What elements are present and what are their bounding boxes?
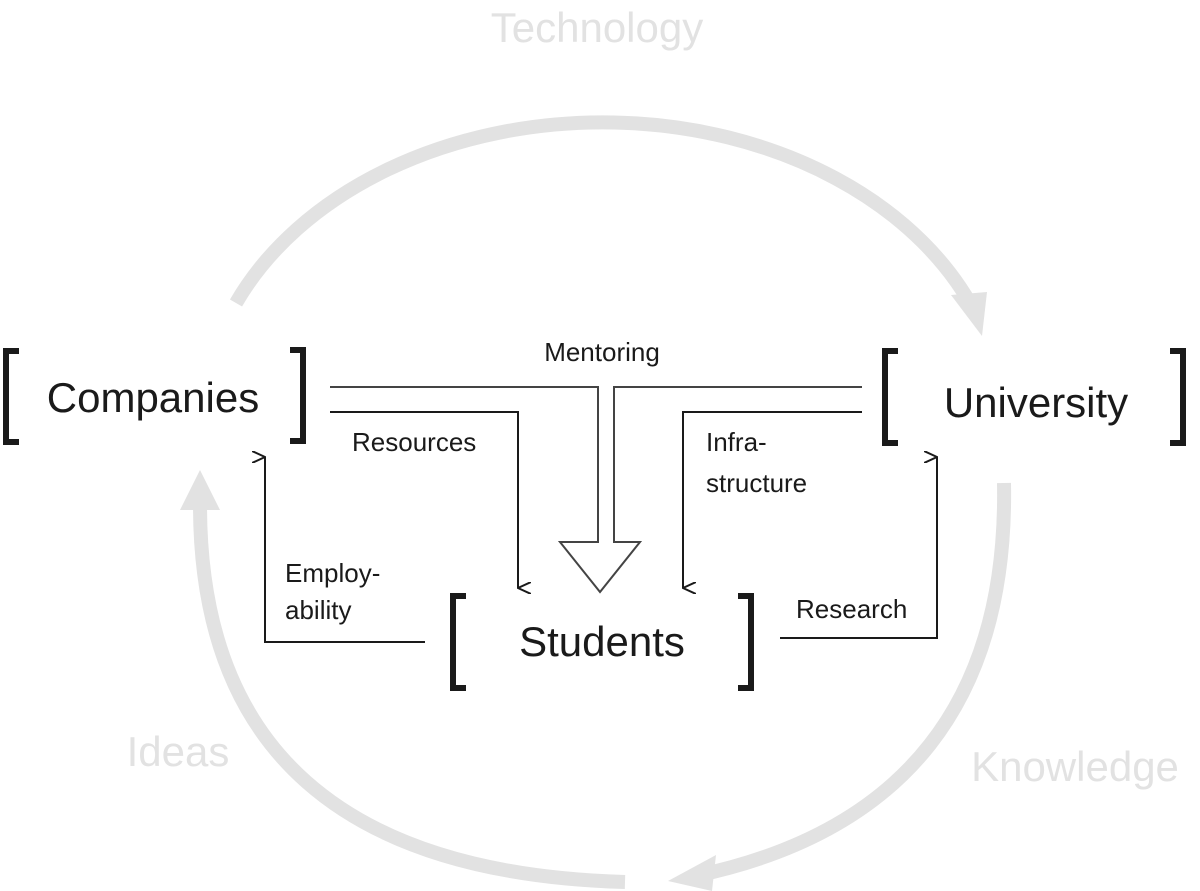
bracket-right-icon bbox=[738, 593, 754, 691]
node-label-university: University bbox=[944, 379, 1128, 426]
bracket-left-icon bbox=[450, 593, 466, 691]
flow-research: Research bbox=[780, 457, 938, 639]
flow-label-infrastructure-2: structure bbox=[706, 468, 807, 498]
employability-arrow-icon bbox=[265, 457, 425, 643]
flow-resources: Resources bbox=[330, 411, 518, 588]
resources-arrow-icon bbox=[330, 411, 518, 588]
node-companies: Companies bbox=[3, 347, 306, 445]
node-label-students: Students bbox=[519, 618, 685, 665]
flow-label-resources: Resources bbox=[352, 427, 476, 457]
cycle-arc-top bbox=[229, 115, 985, 322]
infrastructure-arrow-icon bbox=[682, 411, 862, 588]
flow-label-employability-1: Employ- bbox=[285, 558, 380, 588]
flow-label-employability-2: ability bbox=[285, 595, 351, 625]
cycle-label-ideas: Ideas bbox=[127, 728, 230, 775]
cycle-arrowhead-bottom-icon bbox=[668, 855, 716, 891]
mentoring-arrow-icon bbox=[330, 386, 862, 594]
cycle-arrowhead-left-icon bbox=[180, 470, 220, 510]
bracket-right-icon bbox=[1170, 348, 1186, 446]
cycle-arc-left bbox=[193, 504, 626, 889]
node-university: University bbox=[882, 348, 1186, 446]
research-arrow-icon bbox=[780, 457, 938, 639]
flow-mentoring: Mentoring bbox=[330, 337, 862, 594]
cycle-arc-bottom bbox=[693, 482, 1012, 883]
node-label-companies: Companies bbox=[47, 374, 259, 421]
flow-label-mentoring: Mentoring bbox=[544, 337, 660, 367]
bracket-left-icon bbox=[3, 348, 19, 445]
flow-label-research: Research bbox=[796, 594, 907, 624]
cycle-label-technology: Technology bbox=[491, 4, 703, 51]
cycle-label-knowledge: Knowledge bbox=[971, 743, 1179, 790]
cycle-arrowhead-top-icon bbox=[951, 292, 987, 336]
cycle: Technology Ideas Knowledge bbox=[127, 4, 1179, 891]
bracket-left-icon bbox=[882, 348, 898, 446]
bracket-right-icon bbox=[290, 347, 306, 444]
node-students: Students bbox=[450, 593, 754, 691]
flow-infrastructure: Infra- structure bbox=[682, 411, 862, 588]
flow-label-infrastructure-1: Infra- bbox=[706, 427, 767, 457]
flow-employability: Employ- ability bbox=[265, 457, 425, 643]
